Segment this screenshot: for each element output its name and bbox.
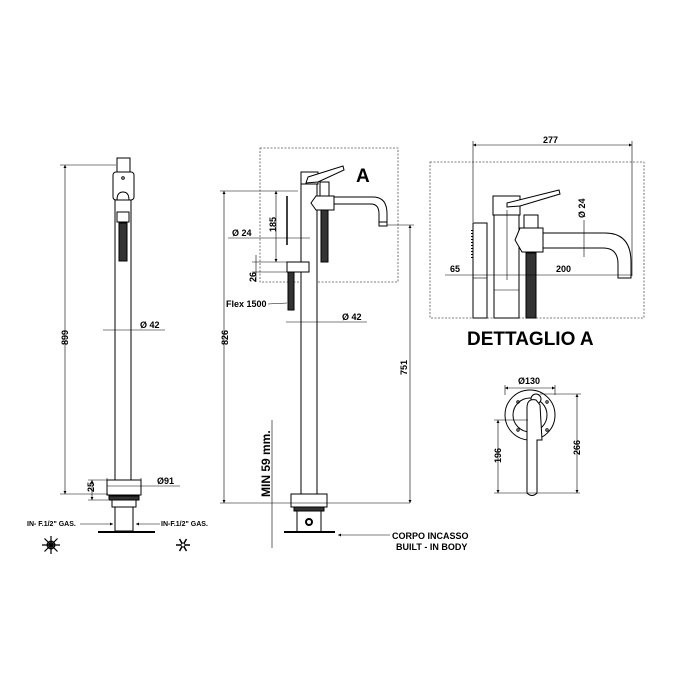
dim-899: 899 <box>60 330 70 345</box>
body <box>493 214 520 319</box>
dim-tube-diameter: Ø 42 <box>140 320 160 330</box>
dim-266: 266 <box>572 440 582 455</box>
body-tube <box>300 183 318 495</box>
handle <box>526 399 543 496</box>
detail-frame <box>429 161 645 319</box>
dim-196: 196 <box>493 448 503 463</box>
sun-icon <box>42 536 60 554</box>
middle-view: A 826 185 Ø 24 26 Flex 1500 Ø 42 751 MIN… <box>220 147 469 552</box>
hose <box>320 209 329 263</box>
min-depth-label: MIN 59 mm. <box>259 430 273 497</box>
shower-holder <box>286 261 310 273</box>
dim-25: 25 <box>86 482 96 492</box>
dim-base-diameter: Ø91 <box>157 476 174 486</box>
dim-plate-diameter: Ø130 <box>518 376 540 386</box>
dim-200: 200 <box>556 264 571 274</box>
detail-a-marker: A <box>356 166 370 187</box>
lever <box>506 189 561 208</box>
hose <box>525 252 537 319</box>
built-in-body-label-it: CORPO INCASSO <box>392 531 469 541</box>
built-in-body-label-en: BUILT - IN BODY <box>396 542 467 552</box>
dim-shower-diameter: Ø 24 <box>232 228 252 238</box>
lever-side <box>116 191 130 212</box>
hand-shower <box>472 222 488 319</box>
dim-65: 65 <box>450 264 460 274</box>
hose <box>118 222 128 262</box>
dim-277: 277 <box>543 135 558 145</box>
dim-26: 26 <box>248 272 258 282</box>
spout-body <box>514 227 544 253</box>
base-flange <box>106 479 142 496</box>
base-stub <box>114 506 134 532</box>
spout <box>542 232 632 279</box>
shower-hose <box>287 271 295 311</box>
base-flange <box>290 493 328 508</box>
dim-751: 751 <box>399 360 409 375</box>
dim-826: 826 <box>220 330 230 345</box>
left-view: 899 Ø 42 25 Ø91 IN- F.1/2" GAS. IN-F.1/2… <box>27 157 208 554</box>
spout <box>333 196 388 223</box>
detail-a-view: 277 Ø 24 65 200 DETTAGLIO A <box>429 135 645 350</box>
snowflake-icon <box>176 538 190 552</box>
built-in-body <box>296 510 322 533</box>
dim-spout-diameter: Ø 24 <box>577 198 587 218</box>
plate-view: Ø130 196 266 <box>493 376 582 496</box>
lever <box>305 165 345 184</box>
inlet-hot-label: IN- F.1/2" GAS. <box>27 521 76 528</box>
hose-label: Flex 1500 <box>226 299 267 309</box>
top-cap <box>116 157 131 173</box>
inlet-cold-label: IN-F.1/2" GAS. <box>161 521 208 528</box>
spout-body <box>310 195 335 211</box>
dim-185: 185 <box>268 217 278 232</box>
mixer-head <box>112 171 135 201</box>
detail-title: DETTAGLIO A <box>467 329 594 350</box>
dim-tube-diameter: Ø 42 <box>342 312 362 322</box>
detail-a-frame <box>259 147 399 283</box>
